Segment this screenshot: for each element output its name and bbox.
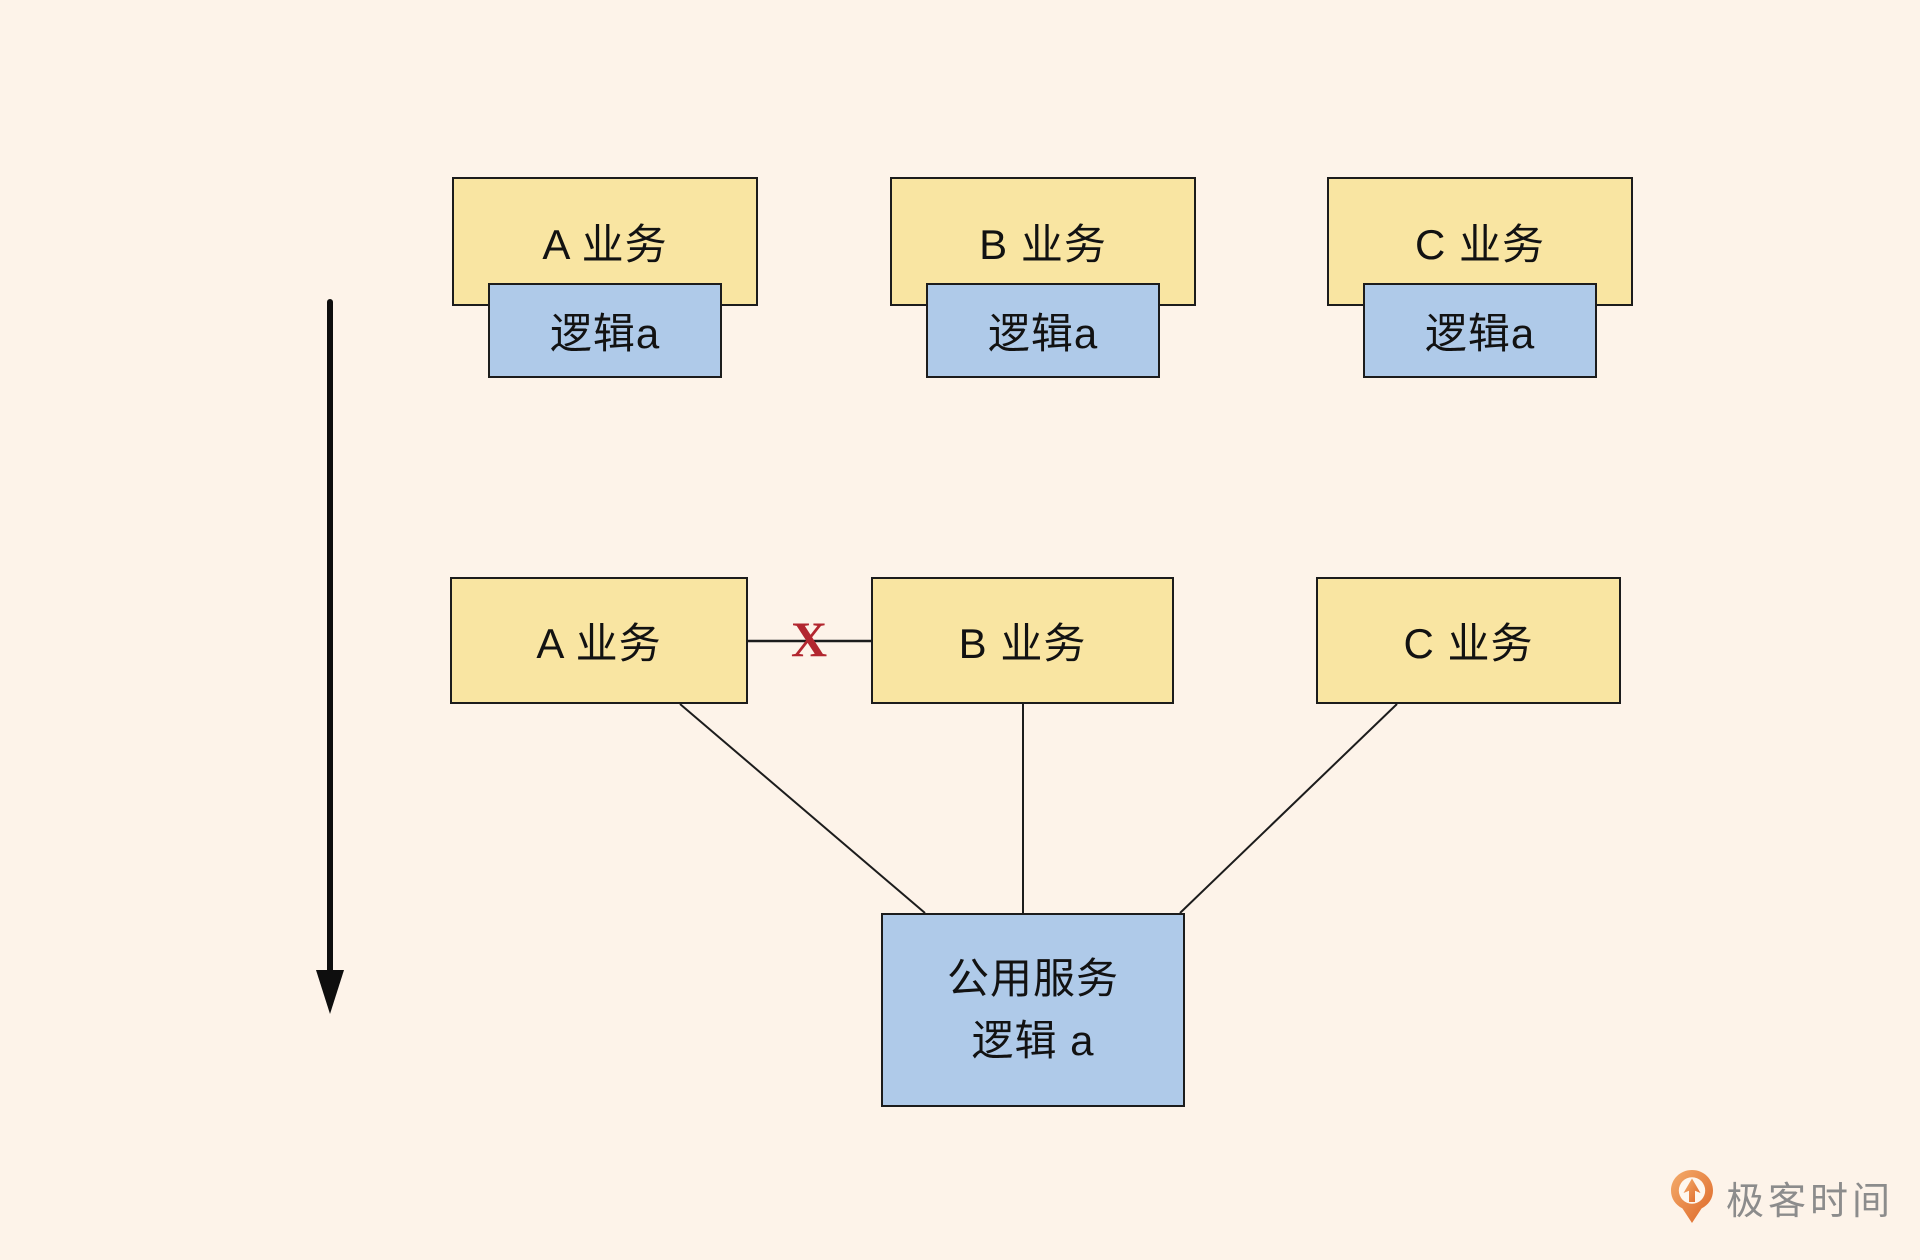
shared-service-line1: 公用服务 <box>946 955 1119 1002</box>
logic-b-box: 逻辑a <box>926 283 1160 378</box>
geektime-logo-text: 极客时间 <box>1726 1180 1895 1223</box>
service-b-mid-label: B 业务 <box>958 620 1087 667</box>
service-a-top-label: A 业务 <box>542 221 668 268</box>
link-a-shared-line <box>679 703 926 914</box>
service-b-top-label: B 业务 <box>979 221 1107 268</box>
logic-a-box: 逻辑a <box>488 283 722 378</box>
service-a-mid-label: A 业务 <box>536 620 662 667</box>
logic-c-label: 逻辑a <box>1424 310 1536 357</box>
logic-b-label: 逻辑a <box>987 310 1099 357</box>
logic-a-label: 逻辑a <box>549 310 661 357</box>
service-b-mid-box: B 业务 <box>871 577 1174 704</box>
service-a-mid-box: A 业务 <box>450 577 748 704</box>
service-c-top-label: C 业务 <box>1414 221 1545 268</box>
shared-service-box: 公用服务 逻辑 a <box>881 913 1185 1107</box>
broken-link-x: X <box>790 611 828 667</box>
logic-c-box: 逻辑a <box>1363 283 1597 378</box>
evolution-arrow-down <box>316 299 344 1014</box>
geektime-logo-icon <box>1670 1169 1714 1225</box>
service-c-mid-box: C 业务 <box>1316 577 1621 704</box>
link-c-shared-line <box>1179 703 1398 914</box>
geektime-watermark: 极客时间 <box>1670 1169 1894 1225</box>
shared-service-line2: 逻辑 a <box>971 1017 1095 1064</box>
service-c-mid-label: C 业务 <box>1403 620 1534 667</box>
